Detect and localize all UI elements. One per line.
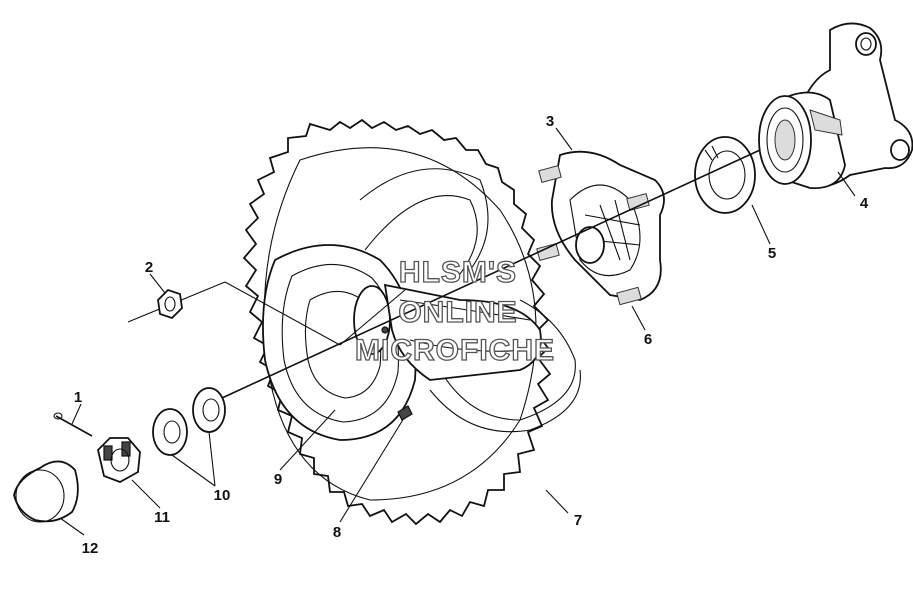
wheel-studs xyxy=(536,165,650,306)
callout-3: 3 xyxy=(546,113,554,130)
wheel-rim xyxy=(262,244,542,441)
callout-7: 7 xyxy=(574,512,582,529)
callout-2: 2 xyxy=(145,259,153,276)
callout-6: 6 xyxy=(644,331,652,348)
callout-8: 8 xyxy=(333,524,341,541)
callout-4: 4 xyxy=(860,195,869,212)
hub-carrier xyxy=(758,22,913,189)
callout-1: 1 xyxy=(74,389,82,406)
cotter-pin xyxy=(53,412,93,437)
callouts: 1 2 3 4 5 6 7 8 9 10 11 12 xyxy=(74,113,869,557)
callout-10: 10 xyxy=(214,487,231,504)
washers xyxy=(152,387,226,456)
watermark: HLSM'S ONLINE MICROFICHE xyxy=(354,255,555,367)
castle-nut xyxy=(97,437,141,483)
leader-lines xyxy=(59,127,856,536)
watermark-line-2: ONLINE xyxy=(398,296,517,329)
watermark-line-3: MICROFICHE xyxy=(355,334,555,367)
hub-cap xyxy=(13,460,79,523)
lug-nut xyxy=(157,288,183,320)
lock-washer xyxy=(694,136,756,214)
wheel-hub xyxy=(550,150,665,301)
callout-9: 9 xyxy=(274,471,282,488)
callout-5: 5 xyxy=(768,245,776,262)
callout-12: 12 xyxy=(82,540,99,557)
watermark-line-1: HLSM'S xyxy=(399,256,517,289)
valve-stem xyxy=(397,405,413,421)
callout-11: 11 xyxy=(154,509,170,526)
